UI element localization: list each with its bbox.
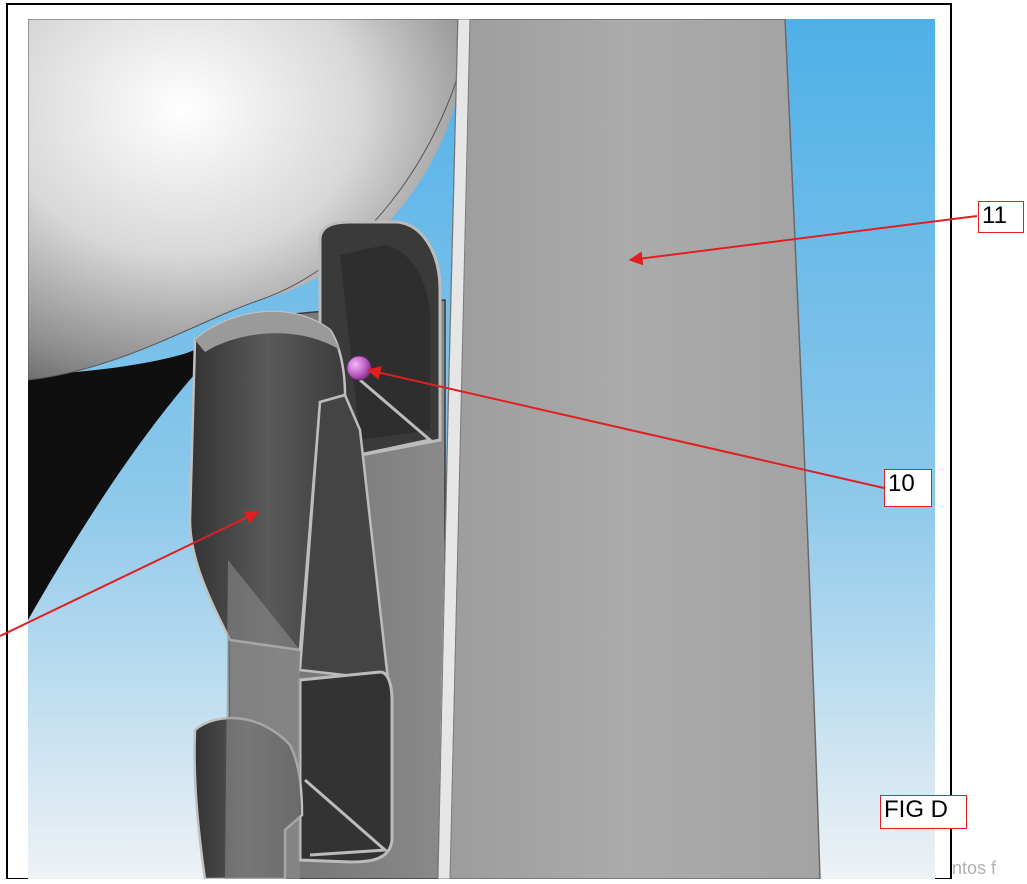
pin: [346, 355, 372, 381]
vertical-panel: [437, 19, 821, 879]
lower-slot-brace: [304, 778, 389, 857]
sphere-outline: [28, 19, 469, 381]
figure-title: FIG D: [880, 795, 967, 829]
watermark-text: ntos f: [952, 858, 997, 878]
slot-brace: [344, 378, 434, 460]
bracket-top-edge: [195, 311, 340, 352]
slot-recess: [340, 245, 430, 440]
arrow-11: [628, 215, 978, 266]
render-area: [28, 19, 935, 879]
arrow-10: [366, 365, 885, 489]
bracket-rib: [298, 393, 390, 682]
panel-edge-highlight: [437, 19, 471, 879]
sphere: [28, 19, 468, 380]
lower-slot-bracket: [298, 670, 394, 864]
arrow-left-part: [0, 511, 260, 637]
plate-strip: [225, 560, 300, 879]
shadow-edge: [28, 345, 215, 620]
callout-11: 11: [978, 201, 1024, 233]
callout-10: 10: [884, 469, 932, 507]
